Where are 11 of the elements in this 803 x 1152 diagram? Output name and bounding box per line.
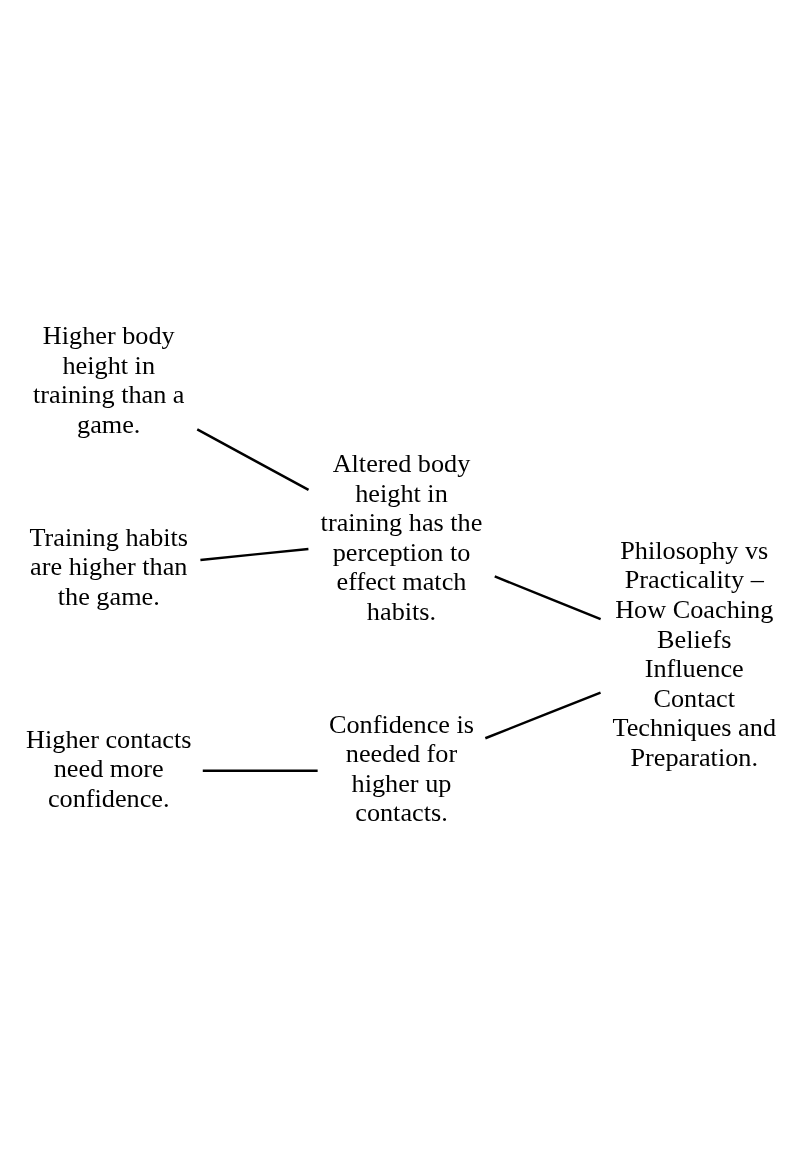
connector <box>494 574 602 620</box>
node-text: Confidence is needed for higher up contacts. <box>329 709 474 827</box>
connector <box>200 547 309 561</box>
node-text: Higher body height in training than a game. <box>32 320 185 439</box>
connector <box>196 427 310 491</box>
node-text: Higher contacts need more confidence. <box>26 724 192 813</box>
node-text: Training habits are higher than the game. <box>29 522 189 611</box>
connector <box>484 690 601 739</box>
node-text: Altered body height in training has the perception to effect match habits. <box>320 448 483 626</box>
connector <box>202 769 318 772</box>
node-text: Philosophy vs Practicality – How Coaching Beliefs Influence Contact Techniques and Preparation. <box>612 535 777 772</box>
